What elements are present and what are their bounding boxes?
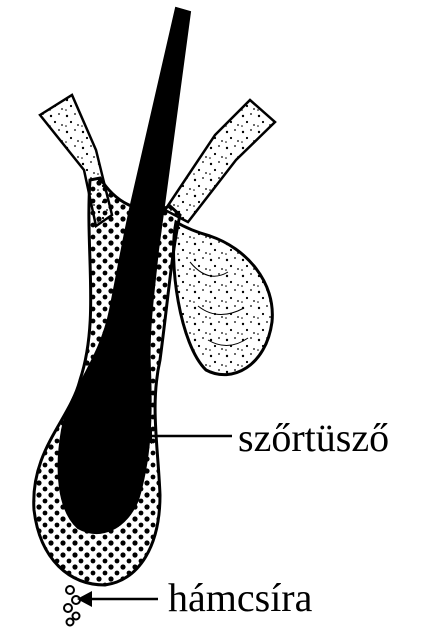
germ-cluster	[64, 586, 80, 626]
label-germ: hámcsíra	[168, 578, 312, 618]
label-follicle: szőrtüsző	[238, 418, 389, 458]
arrow-to-germ	[77, 591, 158, 607]
sebaceous-gland	[174, 222, 273, 375]
right-epidermis-strand	[165, 100, 275, 222]
arrow-to-follicle	[137, 428, 232, 444]
